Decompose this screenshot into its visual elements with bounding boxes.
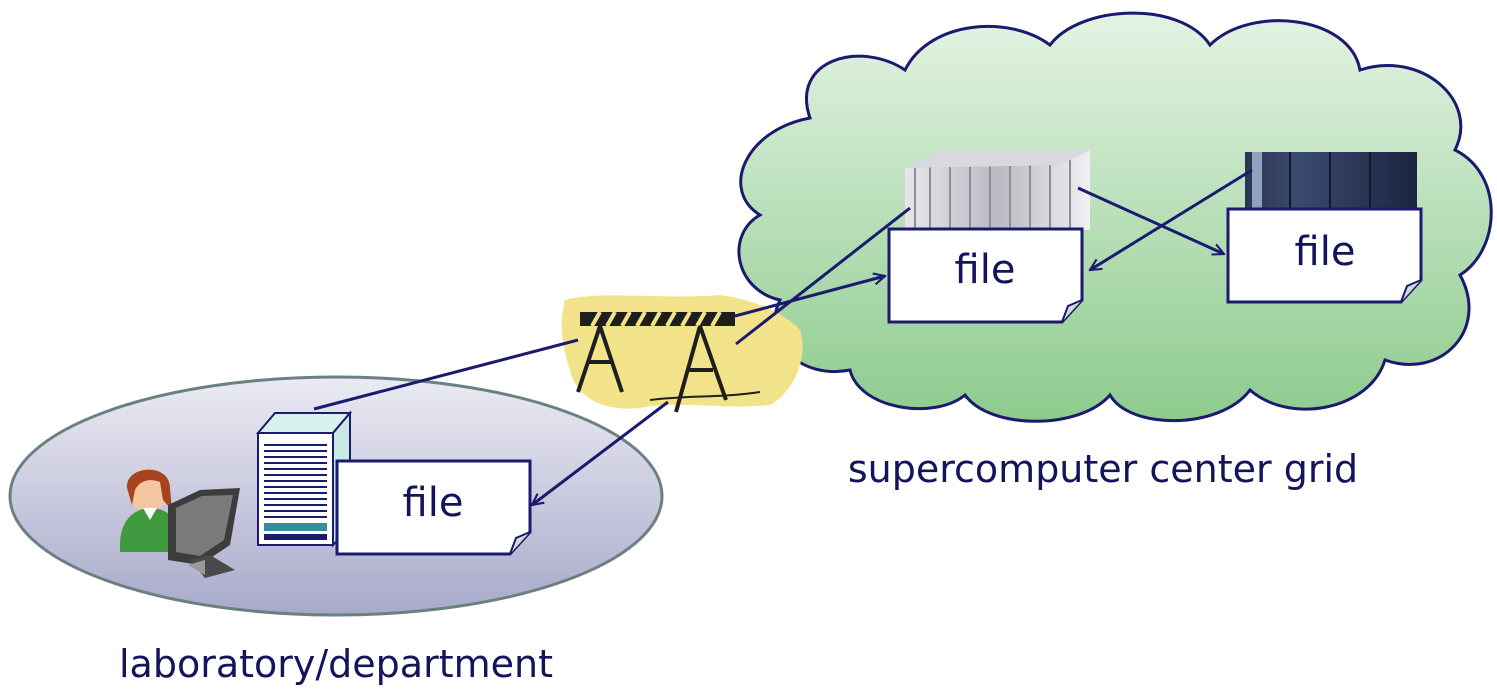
user-at-computer-icon (120, 468, 240, 578)
file-card-supercomputer-2[interactable]: file (1226, 207, 1423, 304)
arrow-barrier-to-lab-file (532, 400, 669, 505)
line-super1-to-barrier (735, 206, 911, 346)
arrow-super2-to-super1 (1090, 168, 1253, 272)
file-label-supercomputer-2: file (1295, 229, 1356, 275)
supercomputer-rack-icon (905, 150, 1090, 230)
arrow-super1-to-super2 (1077, 186, 1224, 254)
file-label-supercomputer-1: file (955, 247, 1016, 293)
arrow-barrier-to-super1 (734, 276, 885, 318)
grid-transfer-arrows (1077, 168, 1253, 272)
grid-label: supercomputer center grid (848, 447, 1358, 491)
cross-domain-arrows (313, 206, 911, 505)
barricade-icon (561, 295, 803, 413)
lab-label: laboratory/department (119, 642, 553, 686)
file-card-lab[interactable]: file (335, 459, 532, 556)
line-tower-to-barrier (313, 338, 579, 411)
file-card-supercomputer-1[interactable]: file (887, 227, 1084, 324)
file-label-lab: file (403, 480, 464, 526)
supercomputer-cabinet-icon (1245, 152, 1417, 212)
